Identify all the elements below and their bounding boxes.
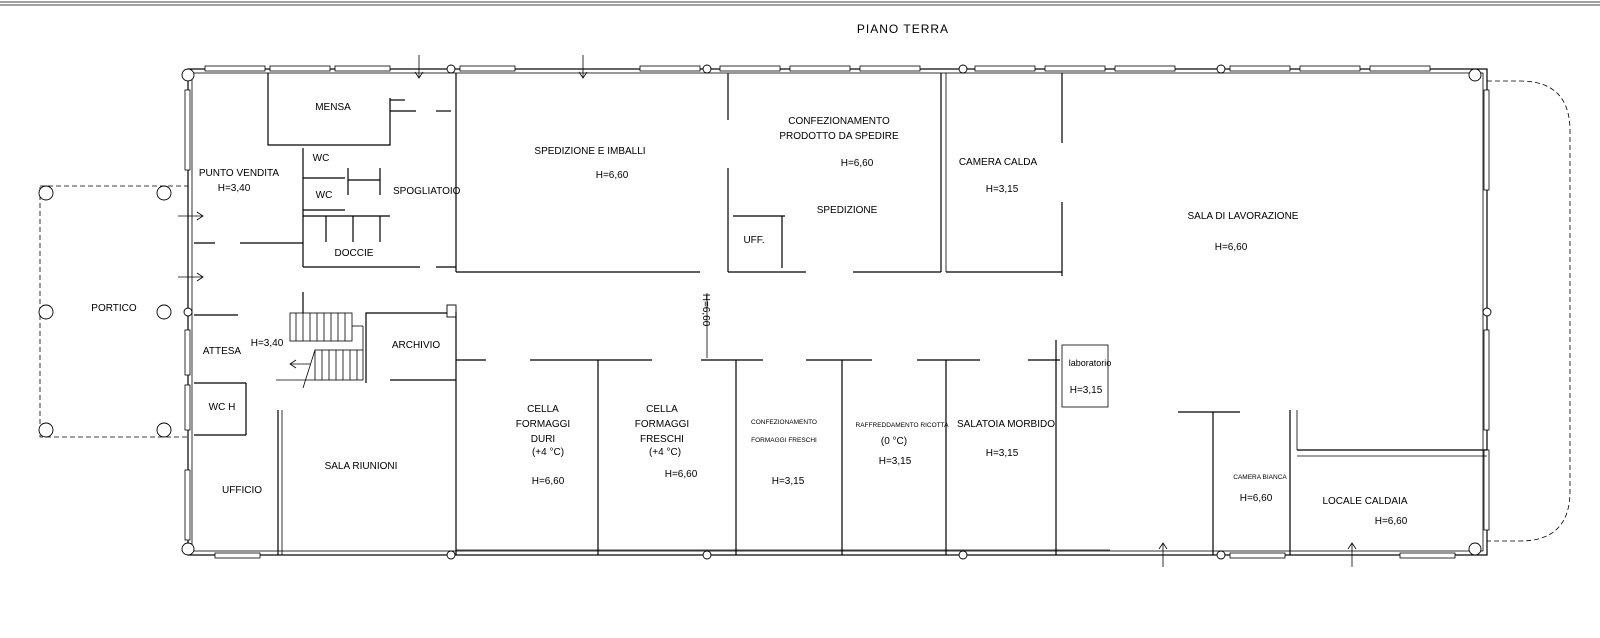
room-label-camera-bianca: CAMERA BIANCA bbox=[1233, 474, 1287, 481]
room-label-archivio: ARCHIVIO bbox=[392, 340, 441, 351]
room-label-sala-lavorazione: SALA DI LAVORAZIONE bbox=[1188, 211, 1299, 222]
room-height-sala-lavorazione: H=6,60 bbox=[1215, 242, 1248, 253]
room-label-wc-h: WC H bbox=[209, 402, 236, 413]
room-label-cella-duri-2: FORMAGGI bbox=[516, 419, 570, 430]
staircase bbox=[276, 292, 364, 389]
room-height-cella-duri: H=6,60 bbox=[532, 476, 565, 487]
room-label-uff: UFF. bbox=[743, 235, 764, 246]
room-height-laboratorio: H=3,15 bbox=[1070, 385, 1103, 396]
room-label-conf-freschi-1: CONFEZIONAMENTO bbox=[751, 419, 817, 426]
room-height-confezionamento: H=6,60 bbox=[841, 158, 874, 169]
room-label-cella-duri-4: (+4 °C) bbox=[532, 447, 564, 458]
room-label-punto-vendita: PUNTO VENDITA bbox=[199, 168, 280, 179]
entrance-arrows bbox=[178, 55, 1357, 567]
bottom-windows bbox=[214, 552, 1456, 559]
room-label-sala-riunioni: SALA RIUNIONI bbox=[325, 461, 398, 472]
room-label-cella-freschi-1: CELLA bbox=[646, 404, 678, 415]
room-height-salatoia: H=3,15 bbox=[986, 448, 1019, 459]
room-label-locale-caldaia: LOCALE CALDAIA bbox=[1322, 496, 1407, 507]
interior-walls-upper bbox=[706, 73, 1063, 358]
room-height-camera-bianca: H=6,60 bbox=[1240, 493, 1273, 504]
room-label-spedizione-imballi: SPEDIZIONE E IMBALLI bbox=[534, 146, 645, 157]
room-label-confezionamento-2: PRODOTTO DA SPEDIRE bbox=[779, 131, 899, 142]
room-label-cella-freschi-2: FORMAGGI bbox=[635, 419, 689, 430]
room-height-camera-calda: H=3,15 bbox=[986, 184, 1019, 195]
room-label-mensa: MENSA bbox=[315, 102, 351, 113]
room-label-conf-freschi-2: FORMAGGI FRESCHI bbox=[751, 437, 817, 444]
corridor-height-label: H=6,60 bbox=[700, 294, 711, 327]
left-windows bbox=[184, 89, 191, 541]
room-label-portico: PORTICO bbox=[91, 303, 137, 314]
room-height-locale-caldaia: H=6,60 bbox=[1375, 516, 1408, 527]
interior-walls-left bbox=[194, 73, 700, 555]
room-label-laboratorio: laboratorio bbox=[1069, 358, 1112, 368]
right-canopy bbox=[1487, 80, 1571, 542]
room-height-raffreddamento: H=3,15 bbox=[879, 456, 912, 467]
outer-walls bbox=[181, 64, 1492, 560]
portico-area bbox=[38, 185, 189, 438]
room-height-cella-freschi: H=6,60 bbox=[665, 469, 698, 480]
room-label-docce: DOCCIE bbox=[335, 248, 374, 259]
room-label-attesa: ATTESA bbox=[203, 346, 241, 357]
room-label-wc-1: WC bbox=[313, 153, 330, 164]
room-label-spedizione: SPEDIZIONE bbox=[817, 205, 878, 216]
room-height-attesa: H=3,40 bbox=[251, 338, 284, 349]
room-label-cella-freschi-3: FRESCHI bbox=[640, 434, 684, 445]
room-label-camera-calda: CAMERA CALDA bbox=[959, 157, 1038, 168]
room-label-raffreddamento-2: (0 °C) bbox=[881, 436, 907, 447]
top-windows bbox=[204, 65, 1431, 72]
room-label-wc-2: WC bbox=[316, 190, 333, 201]
room-label-confezionamento-1: CONFEZIONAMENTO bbox=[788, 116, 890, 127]
room-label-cella-duri-3: DURI bbox=[531, 434, 555, 445]
room-label-salatoia: SALATOIA MORBIDO bbox=[957, 419, 1055, 430]
room-label-spogliatoio: SPOGLIATOIO bbox=[393, 186, 461, 197]
room-height-conf-freschi: H=3,15 bbox=[772, 476, 805, 487]
room-label-ufficio: UFFICIO bbox=[222, 485, 262, 496]
room-label-raffreddamento-1: RAFFREDDAMENTO RICOTTA bbox=[856, 422, 950, 429]
room-height-spedizione-imballi: H=6,60 bbox=[596, 170, 629, 181]
room-height-punto-vendita: H=3,40 bbox=[218, 183, 251, 194]
interior-walls-lower bbox=[456, 340, 1487, 555]
room-label-cella-freschi-4: (+4 °C) bbox=[649, 447, 681, 458]
room-label-cella-duri-1: CELLA bbox=[527, 404, 559, 415]
plan-title: PIANO TERRA bbox=[857, 22, 949, 36]
